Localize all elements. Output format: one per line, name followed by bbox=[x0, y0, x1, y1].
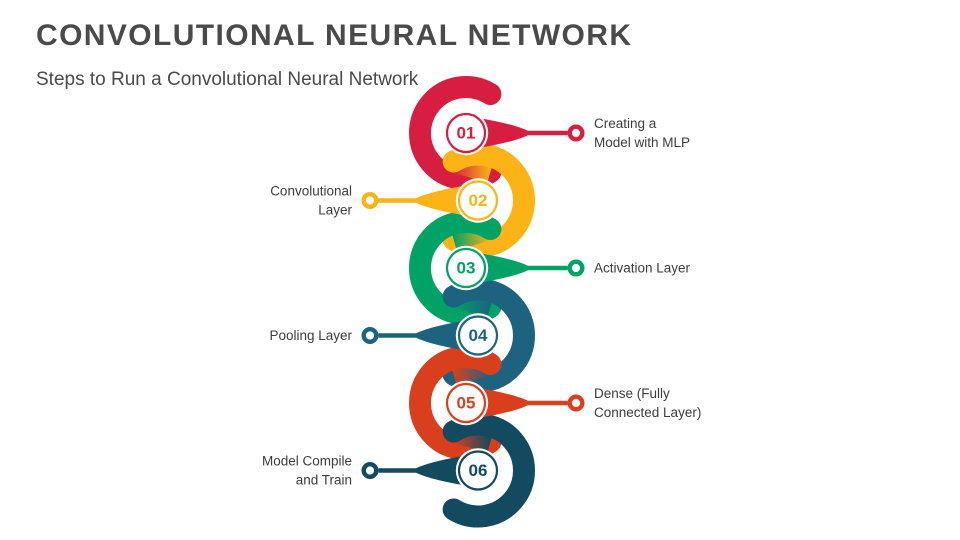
connector-group bbox=[361, 116, 585, 488]
connector-line-05 bbox=[466, 386, 568, 420]
step-marker-circle-06[interactable] bbox=[457, 450, 499, 491]
step-label-06: Model Compile bbox=[262, 454, 352, 469]
connector-ring-05 bbox=[567, 394, 585, 412]
snake-segment-02 bbox=[442, 143, 535, 258]
step-marker-group: 01 02 03 04 05 06 bbox=[443, 110, 501, 493]
step-marker-circle-04[interactable] bbox=[457, 315, 499, 356]
step-label-03: Activation Layer bbox=[594, 261, 691, 276]
page-subtitle: Steps to Run a Convolutional Neural Netw… bbox=[36, 69, 419, 90]
step-marker-circle-03[interactable] bbox=[445, 247, 487, 289]
step-label-06: and Train bbox=[296, 473, 352, 488]
step-number-01: 01 bbox=[457, 124, 476, 143]
step-label-01: Creating a bbox=[594, 116, 657, 131]
connector-ring-06 bbox=[361, 462, 379, 480]
step-number-02: 02 bbox=[469, 191, 488, 210]
snake-segment-05 bbox=[409, 346, 502, 460]
connector-ring-01 bbox=[567, 124, 585, 142]
step-label-05: Connected Layer) bbox=[594, 405, 701, 420]
step-label-05: Dense (Fully bbox=[594, 386, 670, 401]
snake-body-group bbox=[409, 76, 535, 528]
step-label-04: Pooling Layer bbox=[269, 328, 352, 343]
step-label-02: Layer bbox=[318, 203, 352, 218]
step-label-group: Creating a Model with MLP ConvolutionalLay… bbox=[262, 116, 701, 488]
connector-line-04 bbox=[378, 318, 478, 353]
step-number-05: 05 bbox=[457, 394, 476, 413]
connector-line-02 bbox=[378, 183, 478, 218]
step-number-03: 03 bbox=[457, 259, 476, 278]
connector-line-01 bbox=[466, 116, 568, 150]
snake-segment-03 bbox=[409, 211, 502, 325]
step-number-04: 04 bbox=[469, 326, 488, 345]
connector-line-06 bbox=[378, 453, 478, 488]
step-number-06: 06 bbox=[469, 461, 488, 480]
step-label-01: Model with MLP bbox=[594, 135, 690, 150]
connector-ring-03 bbox=[567, 259, 585, 277]
connector-ring-04 bbox=[361, 327, 379, 345]
step-marker-circle-05[interactable] bbox=[445, 382, 487, 424]
page-title: CONVOLUTIONAL NEURAL NETWORK bbox=[36, 19, 633, 52]
step-marker-circle-01[interactable] bbox=[445, 112, 487, 154]
snake-segment-04 bbox=[442, 278, 535, 393]
slide-header: CONVOLUTIONAL NEURAL NETWORK Steps to Ru… bbox=[36, 18, 916, 93]
snake-segment-01 bbox=[409, 76, 502, 190]
snake-segment-06 bbox=[442, 413, 535, 528]
connector-ring-02 bbox=[361, 191, 379, 209]
step-marker-circle-02[interactable] bbox=[457, 180, 499, 221]
connector-line-03 bbox=[466, 251, 568, 285]
step-label-02: Convolutional bbox=[270, 184, 352, 199]
